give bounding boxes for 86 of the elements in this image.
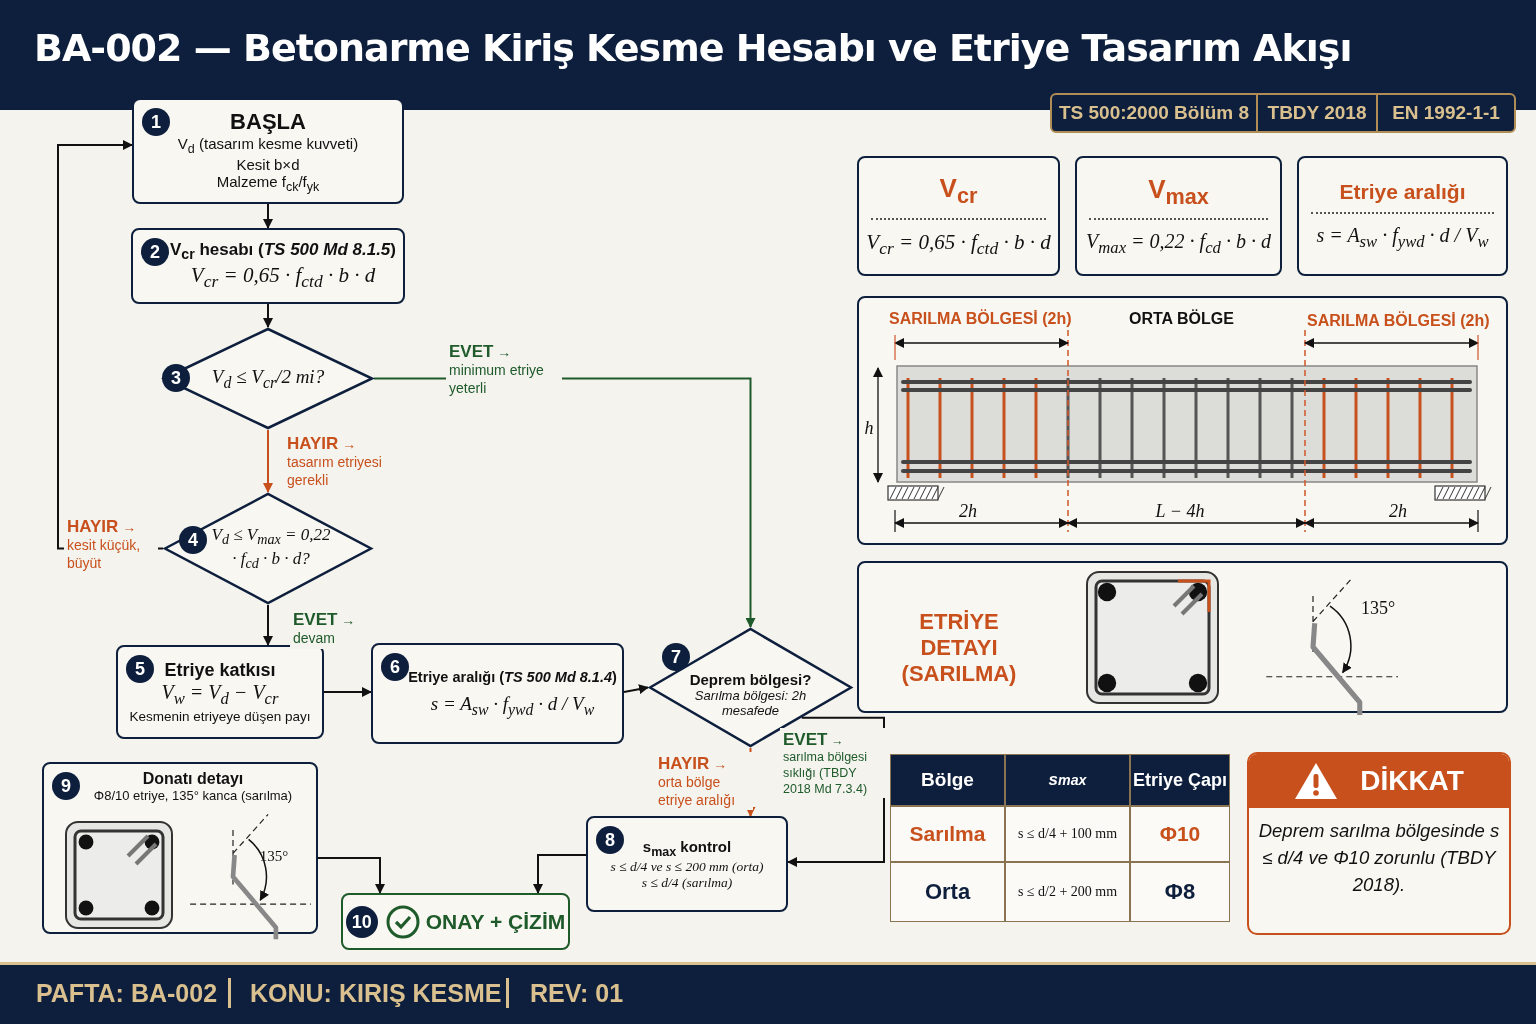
angle-label: 135° [1359,597,1397,619]
process-box [341,893,570,950]
step-number: 6 [381,653,409,681]
table-cell: Sarılma [890,806,1005,862]
dimension-text: h [863,416,875,440]
dimension-text: 2h [958,500,978,522]
description-text: Φ8/10 etriye, 135° kanca (sarılma) [93,788,293,803]
panel-title: ETRİYE DETAYI (SARILMA) [900,609,1018,687]
step-number: 7 [662,643,690,671]
edge-label: HAYIR → orta bölge etriye aralığı [655,752,753,811]
warning-title: DİKKAT [1360,765,1464,797]
formula: V$_{cr}$ = 0,65 · f$_{ctd}$ · b · d [866,229,1051,259]
step-number: 5 [126,655,154,683]
table-header-cell: Etriye Çapı [1130,754,1230,806]
process-box [131,228,405,304]
input-text: Kesit b×d [236,155,300,173]
step-title: ONAY + ÇİZİM [425,909,566,934]
table-cell: Orta [890,862,1005,922]
zone-label: SARILMA BÖLGESİ (2h) [889,310,1072,328]
table-cell: Φ10 [1130,806,1230,862]
footer-text: REV: 01 [529,977,625,1009]
arrow [623,684,649,695]
formula: s = A$_{sw}$ · f$_{ywd}$ · d / V$_{w}$ [430,692,595,719]
table-cell: s ≤ d/2 + 200 mm [1005,862,1130,922]
description-text: Kesmenin etriyeye düşen payı [129,709,311,724]
formula: V$_{cr}$ = 0,65 · f$_{ctd}$ · b · d [190,262,376,292]
angle-label: 135° [258,846,290,866]
standard-tag: EN 1992-1-1 [1378,95,1514,131]
arrow [317,857,385,894]
edge-label: EVET → sarılma bölgesi sıklığı (TBDY 2018 Md 7.3.4) [780,728,886,799]
step-title: V$_{cr}$ hesabı (TS 500 Md 8.1.5) [170,240,396,263]
step-title: Etriye aralığı (TS 500 Md 8.1.4) [408,668,617,685]
card-title: Etriye aralığı [1339,180,1466,204]
table-header-cell: Bölge [890,754,1005,806]
footer-text: KONU: KIRIŞ KESME [249,977,503,1009]
standard-tag: TS 500:2000 Bölüm 8 [1052,95,1258,131]
process-box [116,645,324,739]
zone-label: ORTA BÖLGE [1129,310,1234,328]
step-number: 10 [345,905,378,938]
formula-card [1297,156,1508,276]
formula: V$_{w}$ = V$_{d}$ − V$_{cr}$ [161,681,279,709]
arrow [533,854,587,894]
input-text: V$_{d}$ (tasarım kesme kuvveti) [177,134,359,156]
decision-diamond [162,327,374,430]
step-number: 9 [52,772,80,800]
process-box [371,643,624,744]
standard-tag: TBDY 2018 [1258,95,1378,131]
arrow [263,604,273,646]
decision-diamond [163,492,373,605]
dimension-text: 2h [1388,500,1408,522]
condition-text: V$_{d}$ ≤ V$_{cr}$/2 mi? [211,365,325,392]
table-cell: Φ8 [1130,862,1230,922]
step-title: Donatı detayı [142,770,244,788]
warning-text: Deprem sarılma bölgesinde s ≤ d/4 ve Φ10 zorunlu (TBDY 2018). [1257,819,1501,897]
process-box [132,98,404,204]
arrow [263,303,273,328]
step-number: 3 [162,364,190,392]
card-title: V$_{cr}$ [939,173,978,210]
formula: s = A$_{sw}$ · f$_{ywd}$ · d / V$_{w}$ [1316,224,1489,252]
input-text: Malzeme f$_{ck}$/f$_{yk}$ [216,172,320,194]
arrow [323,687,372,697]
formula: s ≤ d/4 ve s ≤ 200 mm (orta) [610,858,764,875]
step-number: 4 [179,526,207,554]
zone-label: SARILMA BÖLGESİ (2h) [1307,312,1490,330]
decision-title: Deprem bölgesi? [689,671,812,688]
step-title: Etriye katkısı [164,660,276,681]
formula-card [1075,156,1282,276]
step-number: 8 [596,826,624,854]
formula-card [857,156,1060,276]
formula: s ≤ d/4 (sarılma) [641,874,733,891]
dimension-text: L − 4h [1154,500,1206,522]
card-title: V$_{max}$ [1148,173,1209,211]
arrow [263,429,273,493]
warning-box [1247,752,1511,935]
table-cell: s ≤ d/4 + 100 mm [1005,806,1130,862]
decision-diamond [648,627,853,748]
step-title: BAŞLA [230,108,306,135]
step-number: 2 [141,238,169,266]
formula: V$_{max}$ = 0,22 · f$_{cd}$ · b · d [1086,230,1271,259]
step-number: 1 [142,108,170,136]
condition-text: V$_{d}$ ≤ V$_{max}$ = 0,22 · f$_{cd}$ · b · d? [211,525,331,572]
process-box [586,816,788,912]
arrow [263,203,273,229]
step-title: s$_{max}$ kontrol [642,837,732,859]
title: BA-002 — Betonarme Kiriş Kesme Hesabı ve Etriye Tasarım Akışı [34,26,1352,70]
description-text: Sarılma bölgesi: 2h mesafede [693,688,808,718]
